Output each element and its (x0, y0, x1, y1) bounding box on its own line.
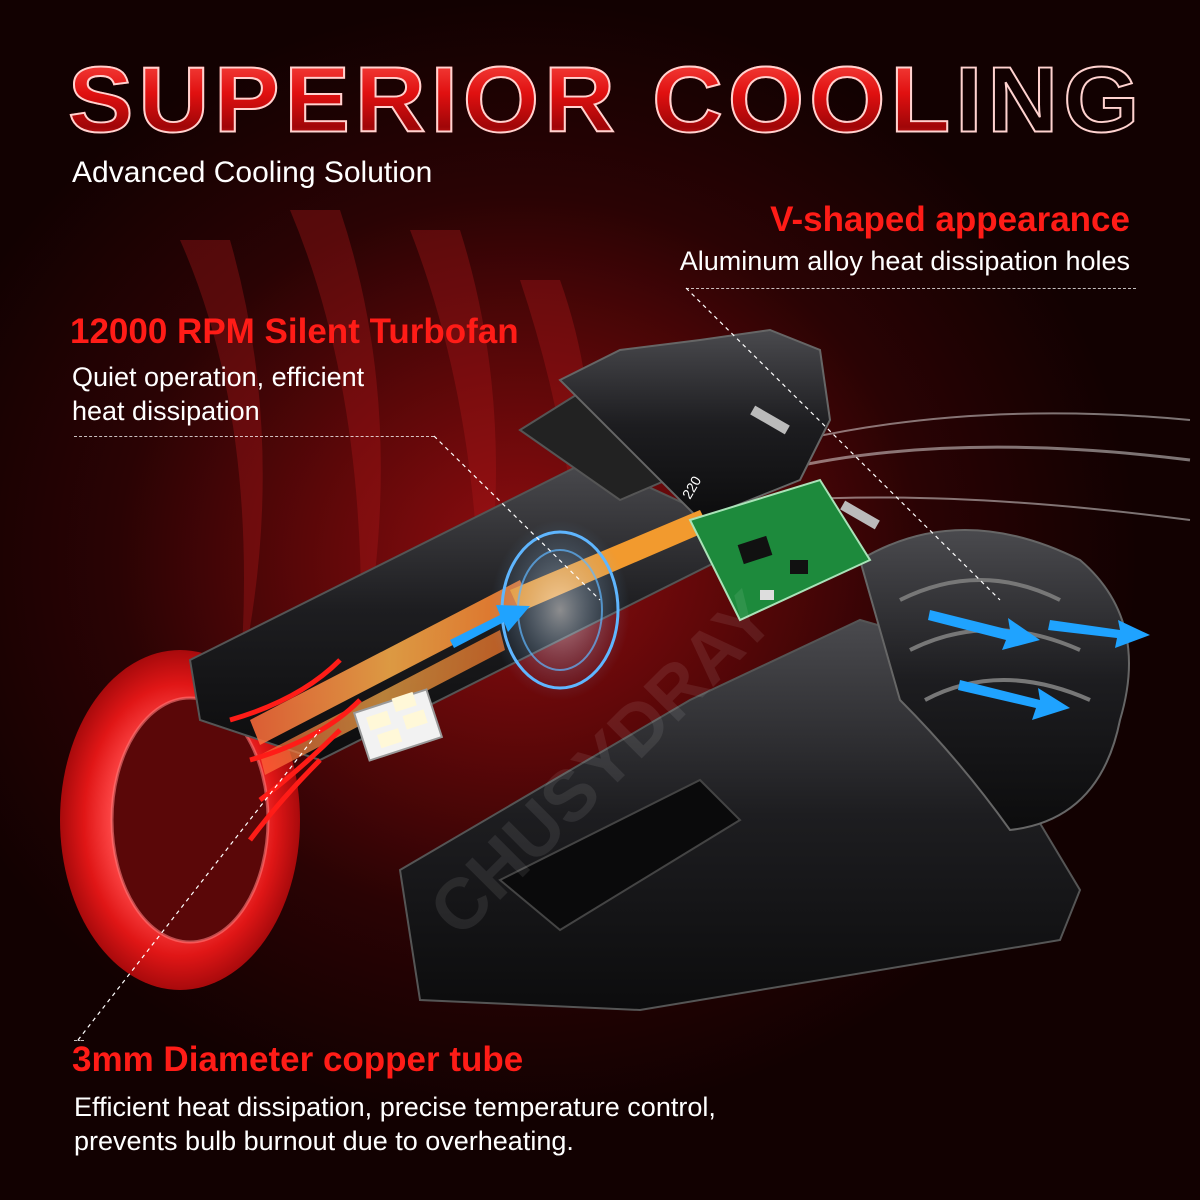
callout-vshape-leader (686, 288, 1136, 289)
callout-vshape-title: V-shaped appearance (770, 200, 1130, 239)
callout-copper-desc-line1: Efficient heat dissipation, precise temp… (74, 1092, 716, 1122)
callout-copper-leader (74, 1040, 84, 1041)
callout-copper-title: 3mm Diameter copper tube (72, 1040, 524, 1079)
headline-title: SUPERIOR COOLING (67, 43, 1140, 155)
callout-turbofan-title: 12000 RPM Silent Turbofan (70, 312, 519, 351)
callout-vshape-desc: Aluminum alloy heat dissipation holes (679, 246, 1130, 276)
callout-copper-desc-line2: prevents bulb burnout due to overheating… (74, 1126, 574, 1156)
airflow-streaks (779, 412, 1191, 521)
led-chip (352, 688, 444, 762)
callout-turbofan-leader (74, 436, 434, 437)
headline-subtitle: Advanced Cooling Solution (72, 156, 433, 189)
callout-turbofan-desc-line2: heat dissipation (72, 396, 260, 426)
callout-turbofan-desc-line1: Quiet operation, efficient (72, 362, 365, 392)
airflow-arrows (450, 605, 1150, 720)
